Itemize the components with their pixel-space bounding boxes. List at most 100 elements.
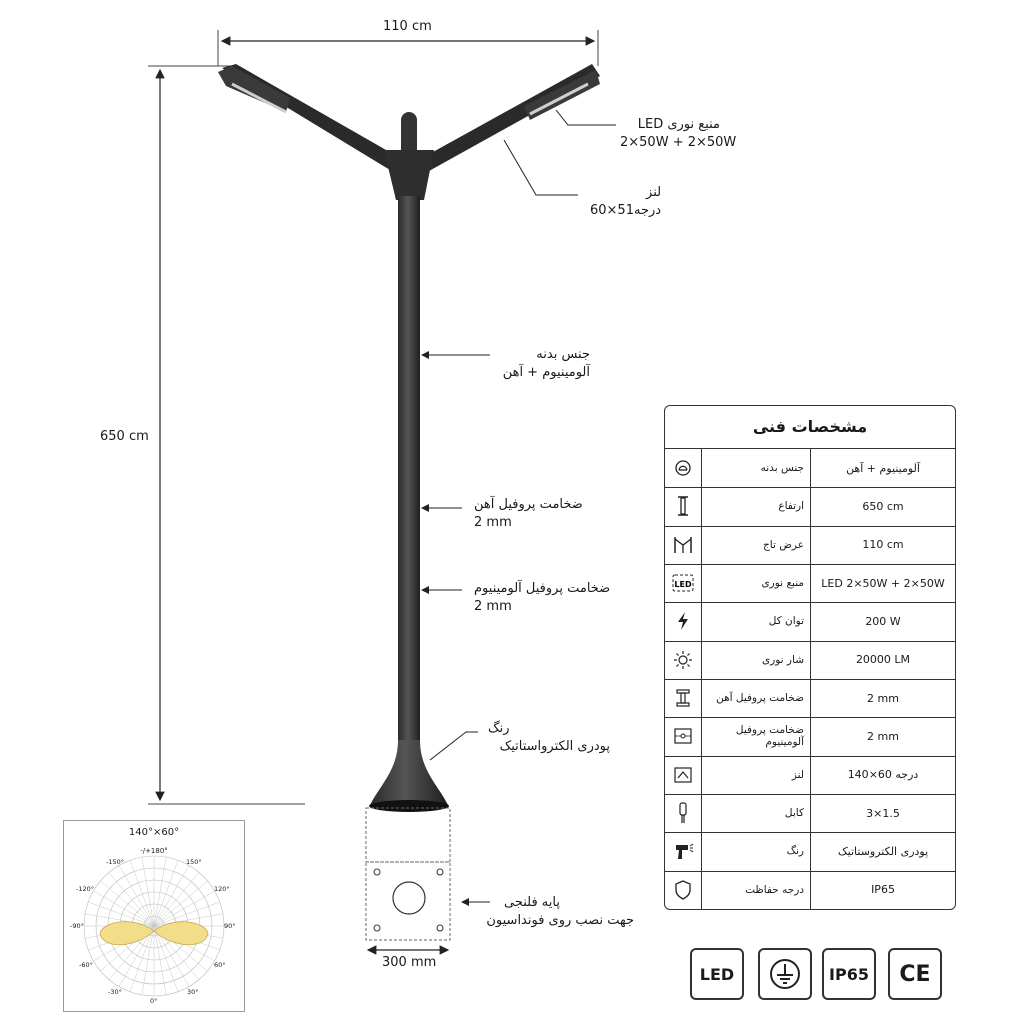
callout-color-value: پودری الکترواستاتیک (499, 739, 610, 754)
polar-ray (153, 865, 190, 927)
spec-row-name-text: منبع نوری (761, 577, 804, 590)
spec-row-name-text: رنگ (786, 845, 804, 858)
callout-aluminum-profile: ضخامت پروفیل آلومینیوم 2 mm (474, 580, 610, 616)
spec-table-rows: جنس بدنه آلومینیوم + آهن ارتفاع 650 cm عرض ت… (665, 449, 955, 909)
polar-ray (129, 925, 155, 992)
polar-ray (153, 925, 167, 995)
spec-row-name: ضخامت پروفیل آلومینیوم (701, 717, 811, 756)
callout-iron-profile-title: ضخامت پروفیل آهن (474, 497, 583, 512)
spec-row-name-text: عرض تاج (763, 538, 804, 551)
spec-row: LED منبع نوری LED 2×50W + 2×50W (665, 564, 955, 604)
callout-body-material-value: آلومینیوم + آهن (502, 365, 590, 380)
polar-angle-m150: -150° (106, 858, 125, 866)
spec-row: شار نوری 20000 LM (665, 640, 955, 680)
polar-ray (141, 857, 155, 927)
callout-base-flange: پایه فلنجی جهت نصب روی فونداسیون (486, 894, 634, 930)
callout-light-source-title: منبع نوری LED (637, 117, 720, 132)
spec-row-name: درجه حفاظت (701, 870, 811, 909)
paint-gun-icon (665, 832, 702, 871)
led-badge-label: LED (699, 964, 735, 984)
callout-lens-value: 60×5درجه1 (590, 203, 662, 218)
callout-iron-profile: ضخامت پروفیل آهن 2 mm (474, 496, 583, 532)
spec-row-value: 650 cm (862, 499, 904, 513)
polar-diagram: 140°×60° -/+180° -150° 150° -120° 120° -… (63, 820, 245, 1012)
ground-badge (758, 948, 812, 1000)
spec-row-name-text: ضخامت پروفیل آهن (716, 692, 804, 705)
lens-icon (665, 755, 702, 794)
spec-row-value: LED 2×50W + 2×50W (821, 576, 945, 590)
spec-row-value: 20000 LM (855, 653, 911, 667)
spec-row-name: ضخامت پروفیل آهن (701, 679, 811, 718)
polar-ray (108, 872, 155, 927)
polar-grid (83, 855, 225, 997)
spec-row-name: توان کل (701, 602, 811, 641)
spec-table-title: مشخصات فنی (665, 406, 955, 449)
width-dimension-label: 110 cm (383, 19, 432, 34)
polar-ray (153, 880, 208, 927)
polar-angle-120: 120° (214, 885, 230, 893)
spec-row-name: رنگ (701, 832, 811, 871)
polar-ray (153, 913, 223, 927)
polar-ray (129, 860, 155, 927)
callout-color-title: رنگ (488, 721, 510, 736)
spec-row: ضخامت پروفیل آهن 2 mm (665, 679, 955, 719)
polar-ray (153, 901, 220, 927)
spec-row-name-text: کابل (784, 807, 804, 820)
spec-row-name: عرض تاج (701, 525, 811, 564)
spec-row: ارتفاع 650 cm (665, 487, 955, 527)
cable-icon (665, 794, 702, 833)
spec-row-value: 2 mm (867, 729, 899, 743)
spec-row: عرض تاج 110 cm (665, 525, 955, 565)
svg-text:LED: LED (674, 580, 692, 589)
polar-angle-90: 90° (224, 922, 236, 930)
spec-row-value: 2 mm (867, 691, 899, 705)
polar-ray (153, 890, 215, 927)
callout-base-flange-value: جهت نصب روی فونداسیون (486, 913, 634, 928)
spec-row-value: درجه 60×140 (847, 768, 919, 782)
spec-row-name-text: لنز (791, 768, 804, 781)
spec-row-name-text: درجه حفاظت (745, 883, 804, 896)
polar-title: 140°×60° (128, 827, 180, 838)
base-dimension-label: 300 mm (382, 955, 437, 970)
polar-top-label: -/+180° (140, 847, 168, 855)
callout-aluminum-profile-title: ضخامت پروفیل آلومینیوم (474, 581, 611, 596)
callout-lens: لنز 60×5درجه1 (590, 184, 661, 220)
callout-body-material: جنس بدنه آلومینیوم + آهن (490, 346, 590, 382)
spec-row-name: لنز (701, 755, 811, 794)
ground-icon (770, 959, 800, 989)
ip65-badge: IP65 (822, 948, 876, 1000)
spec-row-name-text: توان کل (768, 615, 804, 628)
ce-badge: CE (888, 948, 942, 1000)
spec-row-name: جنس بدنه (701, 449, 811, 488)
spec-row-value: 3×1.5 (866, 806, 900, 820)
polar-ray (153, 860, 179, 927)
spec-row: کابل 3×1.5 (665, 794, 955, 834)
callout-light-source: منبع نوری LED 2×50W + 2×50W (600, 116, 736, 152)
spec-table: مشخصات فنی جنس بدنه آلومینیوم + آهن ارتفاع… (664, 405, 956, 910)
ce-badge-label: CE (899, 961, 931, 987)
spec-row-name: منبع نوری (701, 564, 811, 603)
polar-angle-m90: -90° (70, 922, 84, 930)
callout-color: رنگ پودری الکترواستاتیک (478, 720, 610, 756)
spec-row-value: 110 cm (862, 538, 904, 552)
spec-row-name: شار نوری (701, 640, 811, 679)
spec-row-value: 200 W (865, 614, 901, 628)
polar-angle-m60: -60° (79, 961, 93, 969)
polar-angle-30: 30° (187, 988, 199, 996)
polar-ray (153, 857, 167, 927)
polar-angle-60: 60° (214, 961, 226, 969)
polar-angle-0: 0° (150, 997, 158, 1005)
sun-icon (665, 640, 702, 679)
polar-angle-m30: -30° (108, 988, 122, 996)
polar-ray (141, 925, 155, 995)
polar-ray (153, 872, 200, 927)
spec-row-name: ارتفاع (701, 487, 811, 526)
shield-icon (665, 870, 702, 909)
callout-lens-title: لنز (646, 185, 662, 200)
spec-row-name: کابل (701, 794, 811, 833)
spec-row-value: آلومینیوم + آهن (846, 461, 920, 475)
polar-angle-150: 150° (186, 858, 202, 866)
spec-row: جنس بدنه آلومینیوم + آهن (665, 449, 955, 489)
callout-base-flange-title: پایه فلنجی (504, 895, 560, 910)
